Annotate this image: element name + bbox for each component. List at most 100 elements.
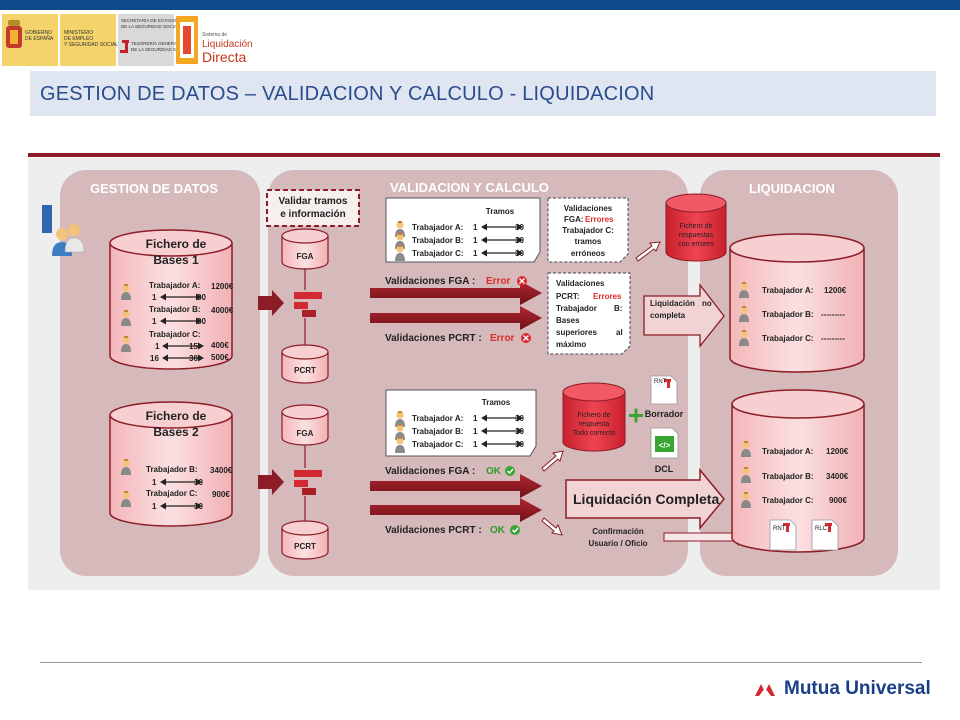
- liquidacion1-cylinder: [729, 233, 865, 373]
- tramos-to: 30: [515, 440, 524, 449]
- ok-file-line: Todo correcto: [573, 430, 616, 437]
- liquidacion-directa-logo-icon: [176, 16, 198, 64]
- bases1-row-from: 1: [155, 342, 160, 351]
- section-title-liquidacion: LIQUIDACION: [749, 181, 835, 196]
- note-fga-line: erróneos: [571, 249, 606, 258]
- coat-of-arms-icon: [6, 20, 22, 48]
- gobierno-line1: GOBIERNO: [25, 30, 52, 36]
- red-divider: [28, 153, 940, 157]
- note-fga-line: Trabajador C:: [562, 226, 614, 235]
- val-pcrt-ok-label: Validaciones PCRT :: [385, 525, 482, 536]
- liq1-amount: ---------: [821, 334, 845, 343]
- validacion-panel: [268, 170, 688, 576]
- fga-cylinder: [281, 404, 329, 446]
- liq2-label: Trabajador B:: [762, 472, 814, 481]
- note-pcrt-line: al: [616, 328, 623, 337]
- liquidacion-text: Liquidación: [202, 39, 253, 50]
- note-pcrt-line: máximo: [556, 340, 586, 349]
- ok-file-cylinder: [562, 382, 626, 452]
- rlc-label: RLC: [815, 526, 828, 532]
- bases2-title-line2: Bases 2: [153, 425, 199, 439]
- liq-completa-arrow: [565, 467, 725, 531]
- liq1-amount: 1200€: [824, 286, 847, 295]
- rnt-doc-label: RNT: [654, 379, 667, 385]
- section-title-validacion: VALIDACION Y CALCULO: [390, 180, 549, 195]
- section-title-gestion: GESTION DE DATOS: [90, 181, 218, 196]
- arrow-icon: [258, 469, 284, 495]
- bases1-row-amount: 400€: [211, 341, 229, 350]
- liq-no-completa-arrow: [643, 283, 725, 348]
- tramos-from: 1: [473, 223, 478, 232]
- flow-arrow: [370, 306, 542, 330]
- note-fga-line: FGA:: [564, 215, 584, 224]
- check-icon: [505, 466, 515, 476]
- borrador-label: Borrador: [645, 409, 684, 419]
- rnt-document-icon: [769, 519, 797, 551]
- note-fga-errores: Errores: [585, 215, 614, 224]
- note-fga-errors: [547, 197, 629, 263]
- bases1-row-label: Trabajador B:: [149, 305, 201, 314]
- bases1-cylinder: [109, 229, 233, 370]
- fga-label: FGA: [297, 429, 314, 438]
- bases2-title-line1: Fichero de: [146, 409, 207, 423]
- bases1-row-to: 15: [189, 342, 198, 351]
- error-file-line: Fichero de: [679, 223, 712, 230]
- note-pcrt-line: PCRT:: [556, 292, 580, 301]
- error-icon: [517, 276, 527, 286]
- validar-line1: Validar tramos: [279, 196, 348, 207]
- tramos-from: 1: [473, 249, 478, 258]
- liq-completa-label: Liquidación Completa: [573, 491, 719, 507]
- tramos-label: Trabajador B:: [412, 427, 464, 436]
- liq1-label: Trabajador A:: [762, 286, 813, 295]
- validar-line2: e información: [280, 209, 346, 220]
- val-fga-ok-status: OK: [486, 466, 502, 477]
- ministerio-line2: DE EMPLEO: [64, 36, 93, 42]
- bases2-row-to: 30: [194, 478, 203, 487]
- bases2-row-from: 1: [152, 478, 157, 487]
- bases1-row-label: Trabajador C:: [149, 330, 201, 339]
- tramos-to: 30: [515, 427, 524, 436]
- tramos-label: Trabajador A:: [412, 414, 463, 423]
- ok-file-line: Fichero de: [577, 412, 610, 419]
- gobierno-line2: DE ESPAÑA: [25, 35, 54, 42]
- users-icon: [42, 205, 85, 256]
- bases1-row-to: 30: [197, 293, 206, 302]
- error-file-cylinder: [665, 193, 727, 262]
- val-pcrt-status: Error: [490, 333, 515, 344]
- bases2-row-label: Trabajador B:: [146, 465, 198, 474]
- tramos-title: Tramos: [486, 207, 515, 216]
- flow-arrow: [370, 498, 542, 522]
- flow-arrow: [370, 281, 542, 305]
- bases1-row-from: 1: [152, 293, 157, 302]
- pcrt-cylinder: [281, 520, 329, 560]
- tgss-logo-icon: [294, 445, 322, 522]
- sistema-text: Sistema de: [202, 32, 227, 38]
- tramos-title: Tramos: [482, 398, 511, 407]
- flow-arrow: [370, 474, 542, 498]
- liq2-label: Trabajador A:: [762, 447, 813, 456]
- bases1-row-to: 30: [197, 317, 206, 326]
- liq-no-completa-line2: no: [702, 299, 712, 308]
- dcl-code-file-icon: </>: [650, 427, 679, 459]
- note-pcrt-line: superiores: [556, 328, 597, 337]
- pcrt-label: PCRT: [294, 366, 316, 375]
- val-pcrt-ok-status: OK: [490, 525, 506, 536]
- liq1-label: Trabajador C:: [762, 334, 814, 343]
- title-bar: GESTION DE DATOS – VALIDACION Y CALCULO …: [30, 71, 936, 116]
- error-icon: [521, 333, 531, 343]
- footer-divider: [40, 662, 922, 663]
- rnt-label: RNT: [773, 526, 786, 532]
- tramos-from: 1: [473, 427, 478, 436]
- bases1-row-amount: 4000€: [211, 306, 234, 315]
- error-file-line: con errores: [678, 241, 714, 248]
- val-fga-status: Error: [486, 276, 511, 287]
- tramos-to: 30: [515, 236, 524, 245]
- bases1-row-amount: 500€: [211, 353, 229, 362]
- fga-label: FGA: [297, 252, 314, 261]
- pcrt-label: PCRT: [294, 542, 316, 551]
- tramos-from: 1: [473, 440, 478, 449]
- note-pcrt-line: Trabajador: [556, 304, 597, 313]
- note-pcrt-line: Validaciones: [556, 279, 605, 288]
- tramos-label: Trabajador C:: [412, 249, 464, 258]
- bases1-row-label: Trabajador A:: [149, 281, 200, 290]
